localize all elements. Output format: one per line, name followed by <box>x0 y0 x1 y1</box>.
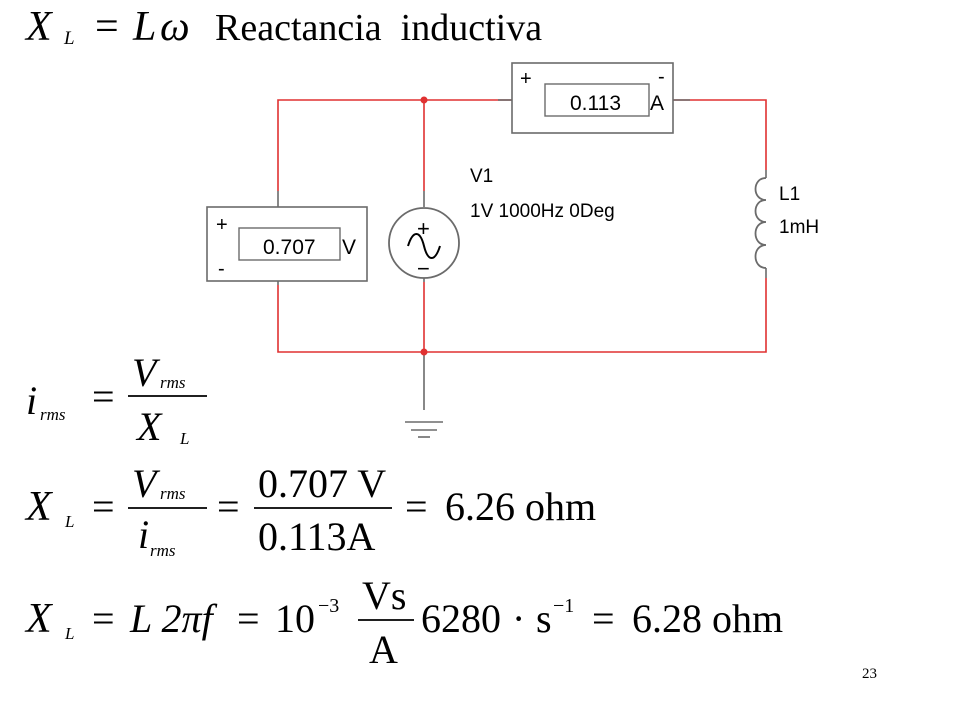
xl3-result: 6.28 ohm <box>632 596 783 641</box>
xl3-x: X <box>24 596 54 642</box>
inductor-name: L1 <box>779 184 800 205</box>
xl2-num2: 0.707 V <box>258 461 386 506</box>
title-x: X <box>24 4 54 50</box>
xl2-x: X <box>24 484 54 530</box>
xl3-unit-s: s <box>536 596 552 641</box>
xl2-num-v: V <box>132 461 161 506</box>
ammeter-plus: + <box>520 68 532 90</box>
xl3-freq: 6280 <box>421 596 501 641</box>
ammeter: + - 0.113 A <box>498 62 690 134</box>
source-name: V1 <box>470 166 493 187</box>
ammeter-unit: A <box>650 92 664 115</box>
xl2-den-i: i <box>138 512 149 557</box>
xl2-x-sub: L <box>64 512 74 531</box>
xl2-result: 6.26 ohm <box>445 484 596 529</box>
irms-num-sub: rms <box>160 373 186 392</box>
irms-i-sub: rms <box>40 405 66 424</box>
ground-icon <box>405 421 443 438</box>
xl3-x-sub: L <box>64 624 74 643</box>
ammeter-minus: - <box>658 66 665 88</box>
voltmeter-plus: + <box>216 214 228 236</box>
inductor: L1 1mH <box>754 170 819 278</box>
title-omega: ω <box>160 4 190 50</box>
inductor-coil-icon <box>754 177 767 269</box>
source-plus: + <box>417 216 430 241</box>
title-text: Reactancia inductiva <box>215 7 542 49</box>
source-minus: − <box>417 256 430 281</box>
title-l: L <box>132 4 156 50</box>
xl3-num: Vs <box>362 573 406 618</box>
irms-num-v: V <box>132 350 161 395</box>
sine-wave-icon <box>407 233 441 259</box>
title-x-subscript: L <box>63 28 75 49</box>
junction-node-top <box>420 96 428 104</box>
junction-node-bottom <box>420 348 428 356</box>
irms-i: i <box>26 378 37 423</box>
title-equals: = <box>95 4 119 50</box>
xl2-eq1: = <box>92 484 115 529</box>
xl3-unit-exp: −1 <box>553 595 574 617</box>
xl2-den-sub: rms <box>150 541 176 560</box>
xl2-eq3: = <box>405 484 428 529</box>
irms-den-sub: L <box>179 429 189 448</box>
xl3-eq3: = <box>592 596 615 641</box>
xl3-exp: −3 <box>318 595 339 617</box>
title: X L = L ω Reactancia inductiva <box>24 4 542 50</box>
equation-xl-measured: X L = V rms i rms = 0.707 V 0.113A = 6.2… <box>24 461 596 560</box>
irms-equals: = <box>92 374 115 419</box>
xl3-den: A <box>369 627 398 672</box>
voltmeter: + - 0.707 V <box>206 191 368 285</box>
ammeter-reading: 0.113 <box>570 92 621 115</box>
xl3-l2pif: L 2πf <box>129 596 218 641</box>
irms-den-x: X <box>135 404 163 449</box>
ac-source: + − V1 1V 1000Hz 0Deg <box>388 166 615 282</box>
xl3-dot: · <box>512 596 525 641</box>
equation-xl-formula: X L = L 2πf = 10 −3 Vs A 6280 · s −1 = 6… <box>24 573 783 672</box>
xl3-eq2: = <box>237 596 260 641</box>
xl3-eq1: = <box>92 596 115 641</box>
voltmeter-minus: - <box>218 258 225 280</box>
voltmeter-unit: V <box>342 236 356 259</box>
xl2-eq2: = <box>217 484 240 529</box>
xl2-den2: 0.113A <box>258 514 376 559</box>
xl3-ten: 10 <box>275 596 315 641</box>
source-spec: 1V 1000Hz 0Deg <box>470 201 615 222</box>
xl2-num-sub: rms <box>160 484 186 503</box>
equation-irms: i rms = V rms X L <box>26 350 207 449</box>
voltmeter-reading: 0.707 <box>263 236 316 259</box>
inductor-value: 1mH <box>779 217 819 238</box>
page-number: 23 <box>862 666 877 682</box>
circuit-wires <box>277 99 767 353</box>
